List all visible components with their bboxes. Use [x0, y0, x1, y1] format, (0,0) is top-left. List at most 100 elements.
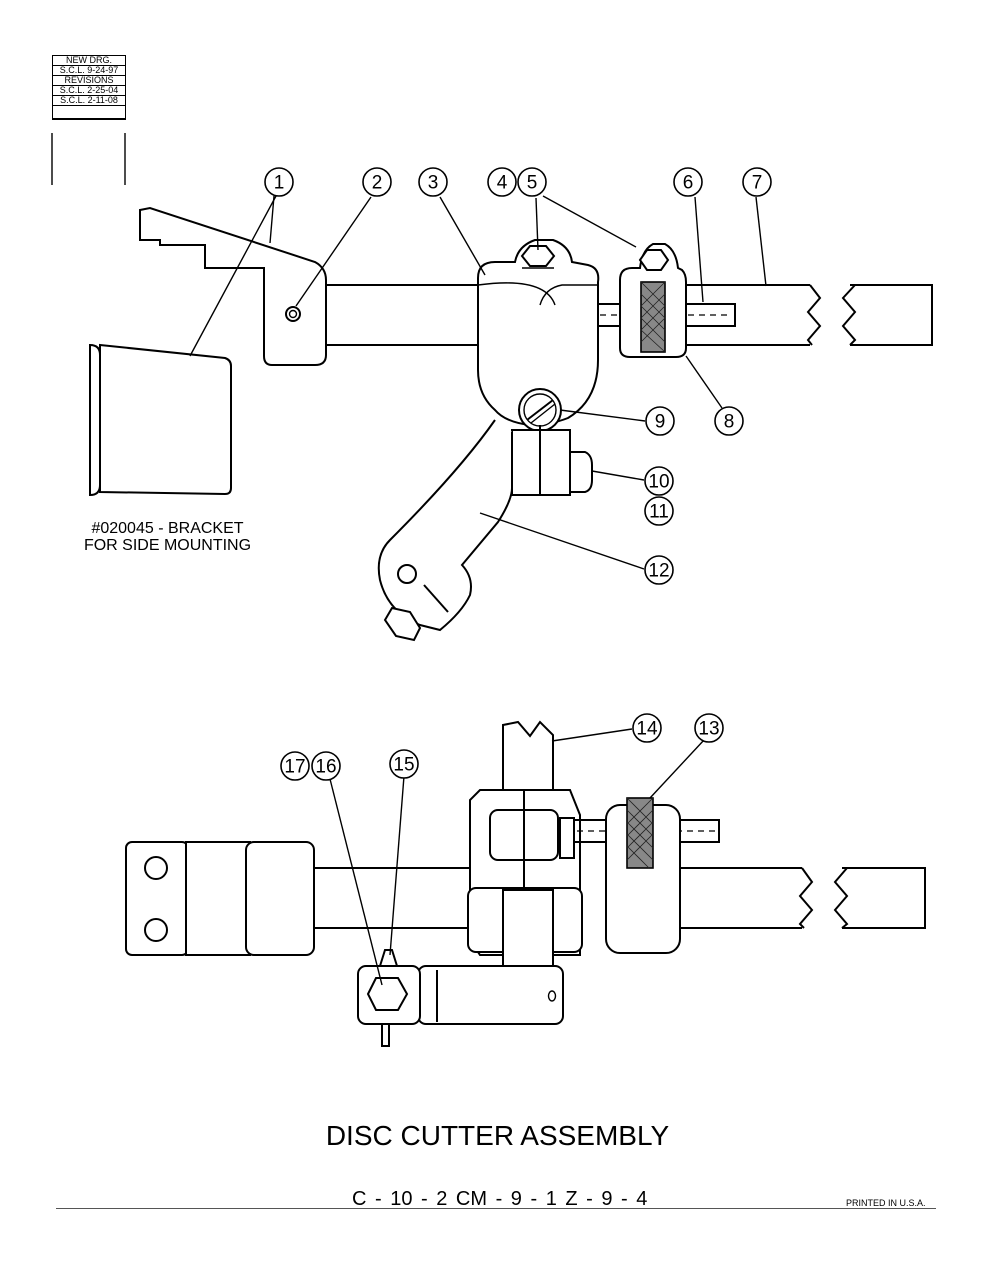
catalog-codes: C - 10 - 2 CM - 9 - 1 Z - 9 - 4: [352, 1188, 648, 1210]
leader-9: [559, 409, 646, 422]
svg-text:2: 2: [372, 173, 383, 194]
bracket-hole-inner: [288, 309, 298, 319]
svg-text:3: 3: [428, 173, 439, 194]
shaft-end-stub: [850, 284, 933, 346]
svg-text:15: 15: [393, 755, 414, 776]
cutter-arm: [377, 419, 513, 632]
lower-bracket-hole-top: [144, 856, 168, 880]
svg-text:1: 1: [274, 173, 285, 194]
lower-arm: [417, 965, 564, 1025]
lower-arm-set-screw: [378, 949, 399, 967]
callout-8: 8: [714, 406, 744, 436]
leader-13: [649, 739, 705, 799]
lower-arm-bolt-tail: [381, 1023, 390, 1047]
callout-4: 4: [487, 167, 517, 197]
hex-nut-top-right: [638, 249, 670, 271]
revisions-label: REVISIONS: [53, 76, 125, 86]
rubber-pad-bottom: [626, 797, 654, 869]
callout-11: 11: [644, 496, 674, 526]
bracket-hole-outer: [285, 306, 301, 322]
new-drg-label: NEW DRG.: [53, 56, 125, 66]
leader-10: [591, 470, 645, 481]
leader-3: [439, 196, 486, 276]
svg-text:12: 12: [648, 561, 669, 582]
bracket-note-line-2: FOR SIDE MOUNTING: [83, 537, 252, 554]
svg-text:5: 5: [527, 173, 538, 194]
svg-text:10: 10: [648, 472, 669, 493]
revision-block: NEW DRG. S.C.L. 9-24-97 REVISIONS S.C.L.…: [52, 55, 126, 120]
cutter-holder-contour: [477, 282, 556, 306]
lower-holder-bolt: [559, 817, 575, 859]
lower-shaft-end-stub: [842, 867, 926, 929]
clamp-bolt-head: [569, 451, 593, 493]
cutter-holder-inner-edge: [539, 284, 598, 306]
side-mounting-bracket: [99, 343, 232, 496]
callout-15: 15: [389, 749, 419, 779]
revision-entry-2: S.C.L. 2-11-08: [53, 96, 125, 106]
bracket-note-line-1: #020045 - BRACKET: [91, 520, 244, 537]
leader-7: [755, 196, 767, 287]
callout-13: 13: [694, 713, 724, 743]
leader-4: [535, 197, 539, 251]
side-mounting-bracket-note: #020045 - BRACKET FOR SIDE MOUNTING: [60, 520, 275, 554]
callout-balloons: 1 2 3 4 5 6 7 8 9 10 11 12 14 13 17 16 1…: [264, 167, 772, 781]
lower-bracket-body: [185, 841, 251, 956]
pivot-bolt-slot-edge: [530, 403, 556, 424]
callout-14: 14: [632, 713, 662, 743]
top-view: [89, 206, 933, 642]
lower-bracket-cap: [245, 841, 315, 956]
callout-12: 12: [644, 555, 674, 585]
leader-16-17: [329, 778, 383, 986]
shaft-break-line-right: [841, 284, 857, 346]
svg-text:7: 7: [752, 173, 763, 194]
new-drg-entry: S.C.L. 9-24-97: [53, 66, 125, 76]
leader-1b: [189, 195, 277, 357]
callout-9: 9: [645, 406, 675, 436]
callout-5: 5: [517, 167, 547, 197]
arm-clamp-nut: [383, 606, 422, 642]
footer-rule: [56, 1208, 936, 1209]
leader-1a: [269, 195, 275, 244]
lower-arm-hole: [547, 990, 557, 1002]
leader-15: [389, 775, 405, 956]
leader-12: [479, 512, 645, 570]
svg-text:13: 13: [698, 719, 719, 740]
bottom-view: [125, 720, 926, 1047]
lower-holder-post: [502, 889, 554, 969]
pivot-bolt-slot: [526, 399, 554, 421]
callout-16: 16: [311, 751, 341, 781]
leader-2: [295, 196, 372, 307]
lower-bracket-plate: [125, 841, 189, 956]
lower-shaft-break-left: [798, 867, 814, 929]
svg-text:8: 8: [724, 412, 735, 433]
callout-3: 3: [418, 167, 448, 197]
leader-14: [551, 728, 633, 742]
leader-5: [542, 195, 637, 248]
printed-in-usa: PRINTED IN U.S.A.: [846, 1198, 926, 1208]
callout-7: 7: [742, 167, 772, 197]
rubber-pad-bottom-hatch: [626, 797, 654, 869]
revision-entry-1: S.C.L. 2-25-04: [53, 86, 125, 96]
shaft-break-line-left: [806, 284, 822, 346]
hex-nut-top-left: [520, 245, 556, 267]
rubber-pad-top-hatch: [640, 281, 666, 353]
leader-lines-bottom: [329, 728, 705, 986]
lower-bracket-hole-bottom: [144, 918, 168, 942]
svg-text:11: 11: [649, 502, 669, 523]
callout-1: 1: [264, 167, 294, 197]
lower-arm-hex-nut: [366, 977, 409, 1011]
cutter-holder: [477, 239, 600, 427]
leader-lines-top: [189, 195, 767, 570]
side-mounting-bracket-flange: [89, 343, 101, 497]
arm-pivot-hole: [397, 564, 417, 584]
callout-2: 2: [362, 167, 392, 197]
lower-shaft-break-right: [833, 867, 849, 929]
leader-6: [694, 196, 704, 303]
callout-10: 10: [644, 466, 674, 496]
callout-17: 17: [280, 751, 310, 781]
svg-text:9: 9: [655, 412, 666, 433]
drawing-title: DISC CUTTER ASSEMBLY: [325, 1120, 670, 1151]
post-stub: [502, 720, 554, 790]
callout-6: 6: [673, 167, 703, 197]
